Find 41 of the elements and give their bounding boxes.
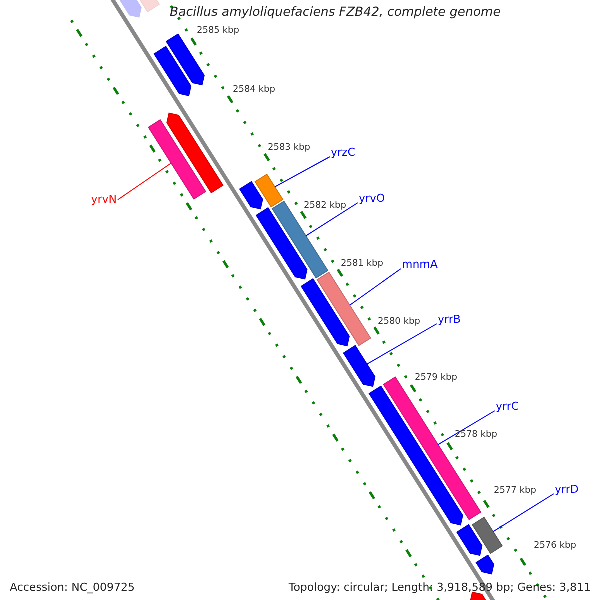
kbp-label: 2578 kbp [455,430,498,441]
gene-feature [256,207,308,280]
gene-feature [154,46,192,96]
footer-text: Accession: NC_009725 [10,581,136,594]
gene-feature [343,345,376,388]
kbp-label: 2579 kbp [415,373,458,384]
gene-feature [166,112,224,194]
title: Bacillus amyloliquefaciens FZB42, complete genome [170,4,501,19]
kbp-label: 2584 kbp [233,85,276,96]
leader-line [306,202,358,237]
kbp-label: 2580 kbp [378,317,420,328]
kbp-label: 2581 kbp [341,259,384,270]
kbp-label: 2577 kbp [494,486,536,497]
gene-feature [456,524,483,556]
gene-label: yrrC [496,400,520,413]
gene-label: yrrD [555,483,579,496]
kbp-label: 2582 kbp [304,201,346,212]
gene-feature [239,181,264,210]
kbp-label: 2583 kbp [268,143,310,154]
leader-line [350,268,402,306]
kbp-label: 2585 kbp [197,26,240,37]
gene-feature [300,278,350,347]
footer-text: Topology: circular; Length: 3,918,589 bp; Genes: 3,811 [288,581,591,594]
kbp-label: 2576 kbp [534,541,576,552]
gene-label: yrzC [331,146,356,159]
gene-feature [166,34,205,86]
leader-line [366,324,438,365]
gene-label: mnmA [402,258,438,271]
gene-feature [472,516,504,554]
gene-feature [148,119,206,200]
gene-feature [254,174,284,208]
leader-line [118,162,172,200]
gene-feature [316,272,372,346]
gene-feature [272,200,329,279]
leader-line [492,494,554,532]
leader-line [274,156,330,188]
gene-label: yrrB [438,313,461,326]
gene-feature [476,554,494,575]
gene-label: yrvN [91,193,117,206]
gene-label: yrvO [359,192,386,205]
leader-line [438,410,496,446]
